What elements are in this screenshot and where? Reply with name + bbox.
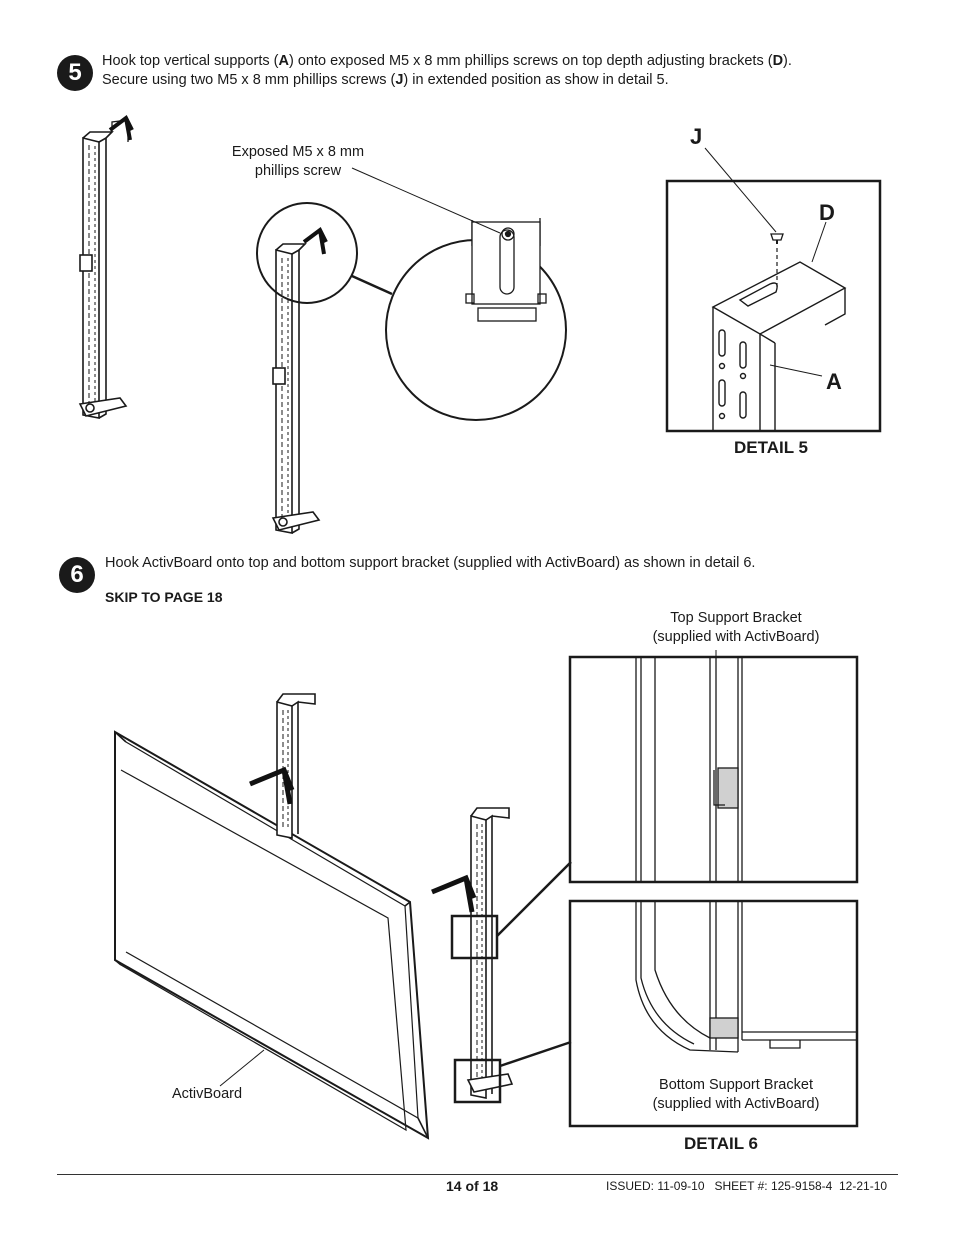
label-j: J (690, 124, 703, 149)
callout-leader-screw (351, 167, 501, 234)
issued-sheet-info: ISSUED: 11-09-10 SHEET #: 125-9158-4 12-… (606, 1179, 888, 1193)
detail-5-screw (770, 233, 784, 290)
arrow-left-support (108, 114, 134, 141)
arrow-middle-support (302, 226, 328, 255)
leader-j (704, 147, 777, 233)
callout-exposed-screw: Exposed M5 x 8 mm phillips screw (231, 144, 365, 179)
detail-5-frame (665, 179, 882, 433)
label-d: D (819, 200, 835, 225)
step-5-badge: 5 (57, 55, 93, 91)
detail-6-top-frame (568, 655, 859, 884)
magnify-circle-small (256, 202, 358, 304)
step-6-badge: 6 (59, 557, 95, 593)
highlight-top-bracket (450, 914, 499, 960)
skip-to-page: SKIP TO PAGE 18 (105, 589, 223, 605)
support-column-right (466, 807, 514, 1099)
callout-top-bracket: Top Support Bracket (supplied with Activ… (652, 610, 820, 645)
leader-d (811, 221, 827, 263)
arrow-left-column (249, 766, 295, 805)
detail-6-bottom-frame (568, 899, 859, 1128)
step-5-line-1: Hook top vertical supports (A) onto expo… (102, 53, 792, 69)
label-a: A (826, 369, 842, 394)
detail-5-title: DETAIL 5 (734, 438, 808, 457)
step-6-instruction: Hook ActivBoard onto top and bottom supp… (105, 555, 756, 571)
step-6-number: 6 (70, 561, 84, 588)
detail-6-bottom-drawing (635, 901, 857, 1053)
step-5-instructions: Hook top vertical supports (A) onto expo… (102, 52, 892, 90)
activboard-label: ActivBoard (171, 1086, 243, 1102)
detail-6-top-drawing (635, 657, 743, 882)
leader-activboard (219, 1049, 265, 1087)
footer-rule (57, 1174, 898, 1175)
connector-top (496, 861, 572, 937)
vertical-support-left (78, 119, 129, 419)
vertical-support-middle (271, 243, 321, 534)
step-5-illustration (78, 114, 882, 534)
detail-6-title: DETAIL 6 (684, 1134, 758, 1153)
connector-bottom (499, 1040, 572, 1068)
step-5-number: 5 (68, 59, 82, 86)
activboard-panel (114, 730, 430, 1140)
page-number: 14 of 18 (446, 1178, 499, 1194)
magnify-connector (351, 274, 393, 296)
support-column-left (276, 693, 316, 839)
magnified-bracket (465, 218, 547, 322)
highlight-bottom-bracket (453, 1058, 502, 1104)
callout-bottom-bracket: Bottom Support Bracket (supplied with Ac… (652, 1077, 820, 1112)
arrow-right-column (431, 874, 477, 913)
step-5-line-2: Secure using two M5 x 8 mm phillips scre… (102, 72, 669, 88)
leader-a (769, 364, 823, 377)
